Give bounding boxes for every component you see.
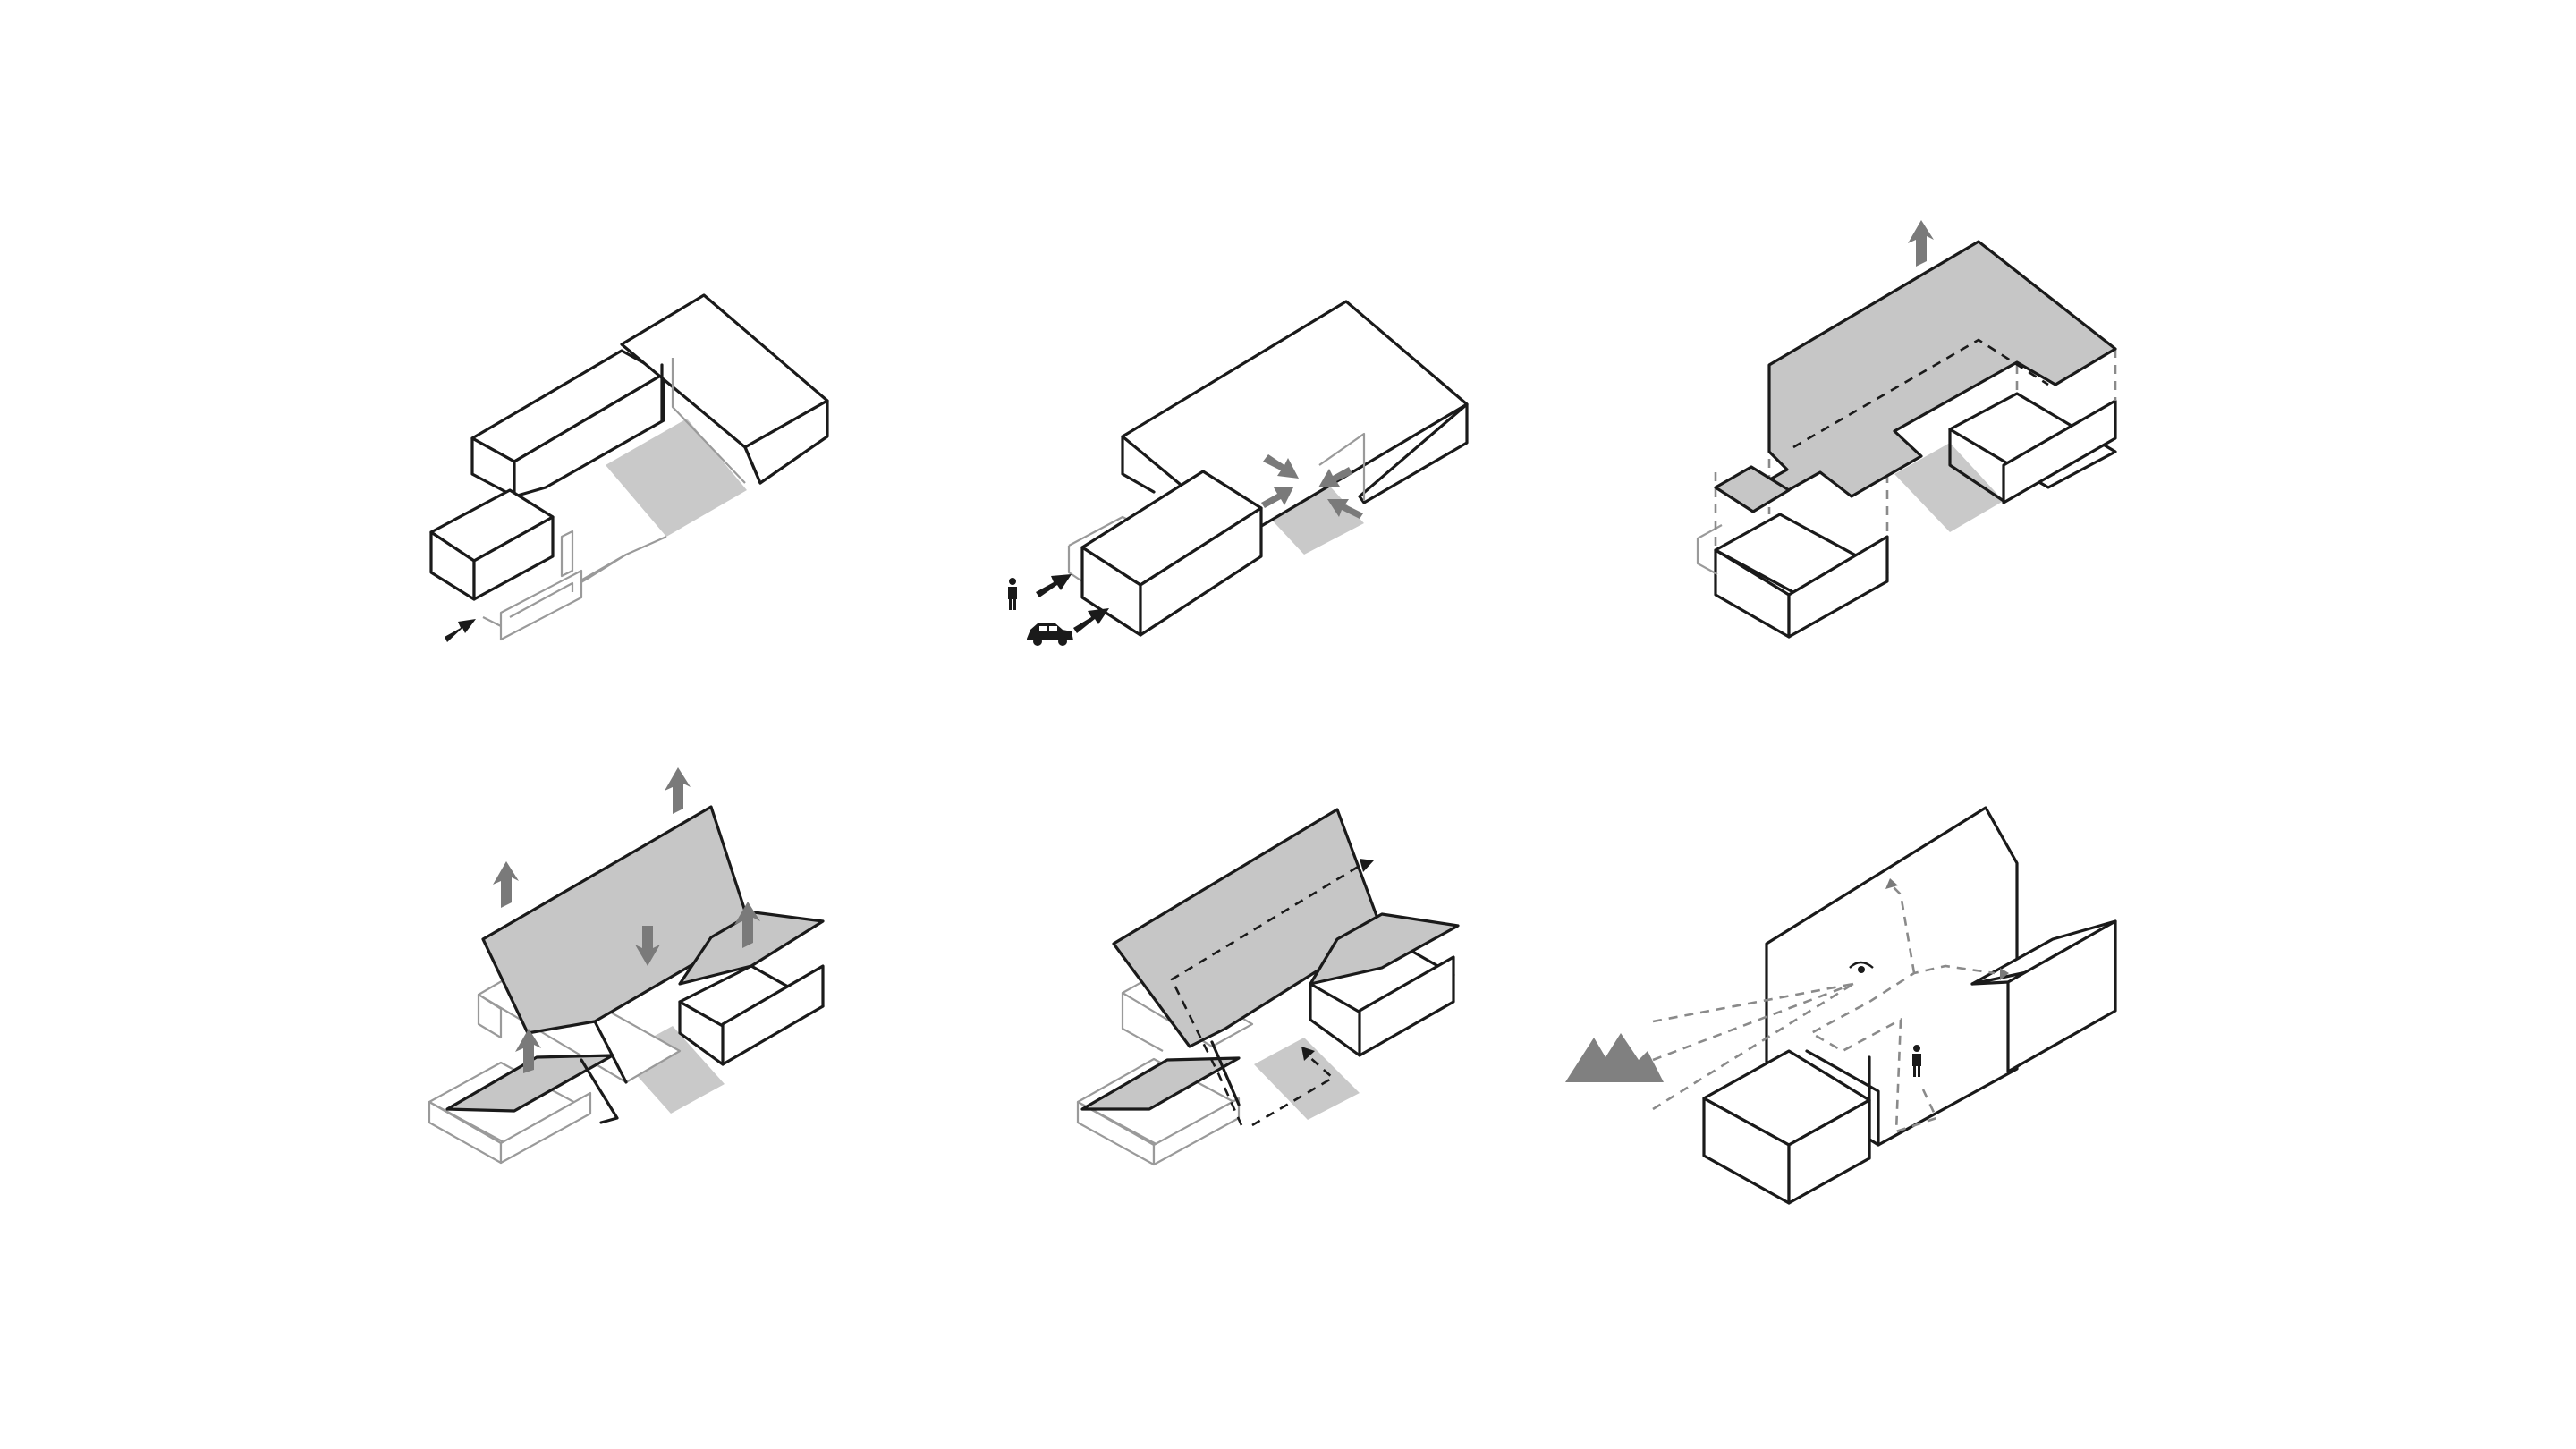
folded-roof-main [1112, 808, 1384, 1048]
front-block-side [1139, 506, 1263, 637]
courtyard-fill [1894, 443, 2004, 532]
ghost-block-front [477, 993, 503, 1039]
courtyard-fill [1254, 1038, 1360, 1120]
folded-roof-wing [1309, 912, 1460, 986]
compress-arrow-icon [1318, 467, 1352, 487]
path-arrowhead [2000, 968, 2009, 980]
support-line [580, 1058, 619, 1124]
person-icon [1008, 578, 1017, 610]
ghost-box [1696, 538, 1718, 575]
entry-wall [499, 569, 583, 641]
eye-icon [1849, 961, 1874, 973]
back-block-front [1358, 402, 1469, 504]
long-block-side [513, 372, 665, 498]
circulation-path [1809, 964, 1996, 1133]
small-block-side [472, 515, 555, 601]
right-wing-front [2006, 919, 2117, 1073]
view-arrowhead [1885, 878, 1898, 889]
right-lower-edge [1948, 428, 2005, 503]
car-icon [1027, 623, 1073, 646]
sightline-icon [1652, 982, 1854, 1111]
right-lower-block-side [2002, 399, 2117, 504]
folded-roof-low-wing [445, 1054, 614, 1113]
right-block-edge [1309, 982, 1361, 1057]
slab-underside [1792, 338, 2049, 449]
lower-slab [1714, 465, 1791, 513]
right-block-front [721, 964, 825, 1066]
right-block-edge [743, 445, 762, 485]
right-block-front [1358, 955, 1455, 1057]
circulation-arrowhead [1301, 1046, 1315, 1061]
panel-1-massing [429, 293, 829, 642]
folded-roof-low-wing [1080, 1056, 1241, 1111]
entry-arrow-icon [1073, 608, 1109, 633]
panel-2-compression [1008, 300, 1469, 646]
panel-3-roof-lift [1696, 220, 2117, 639]
sightline-icon [1652, 982, 1854, 1062]
left-low-block-side [499, 1091, 592, 1165]
compress-arrow-icon [1263, 454, 1299, 479]
lifted-roof-slab [1750, 240, 2117, 503]
back-block-edge [1121, 435, 1156, 494]
back-block-inner [1318, 432, 1366, 501]
entry-wall-inner [509, 581, 574, 618]
main-volume-edge [1805, 1049, 1880, 1147]
entry-post [560, 530, 574, 578]
lift-arrow-icon [515, 1029, 541, 1073]
lift-arrow-icon [665, 767, 691, 814]
mountain-icon [1565, 1033, 1664, 1082]
circulation-path-lower [1251, 1055, 1335, 1127]
lower-block-side [1787, 535, 1889, 639]
fold-edge [593, 1020, 628, 1084]
panel-4-folded-roof [428, 767, 825, 1165]
right-block-inner [671, 358, 746, 484]
compress-arrow-icon [1261, 487, 1293, 508]
circulation-arrowhead [1360, 859, 1374, 872]
ghost-edge [1121, 993, 1164, 1052]
ghost-wall [1067, 546, 1083, 582]
folded-roof-main [481, 805, 753, 1035]
lift-arrow-icon [734, 902, 760, 948]
lift-arrow-icon [1908, 220, 1934, 267]
sightline-icon [1652, 982, 1854, 1023]
person-icon [1912, 1045, 1921, 1077]
lower-arrow-icon [635, 926, 660, 966]
entry-arrow-icon [1036, 574, 1072, 597]
support-line [1210, 1040, 1241, 1106]
ghost-box [1697, 524, 1723, 539]
panel-6-view [1565, 806, 2117, 1205]
compress-arrow-icon [1327, 499, 1363, 519]
entry-arrow-icon [445, 619, 476, 642]
right-wing-edge [1970, 980, 2010, 986]
right-block-edge [678, 1000, 724, 1066]
lift-arrow-icon [493, 861, 519, 908]
panel-5-circulation [1076, 808, 1460, 1166]
